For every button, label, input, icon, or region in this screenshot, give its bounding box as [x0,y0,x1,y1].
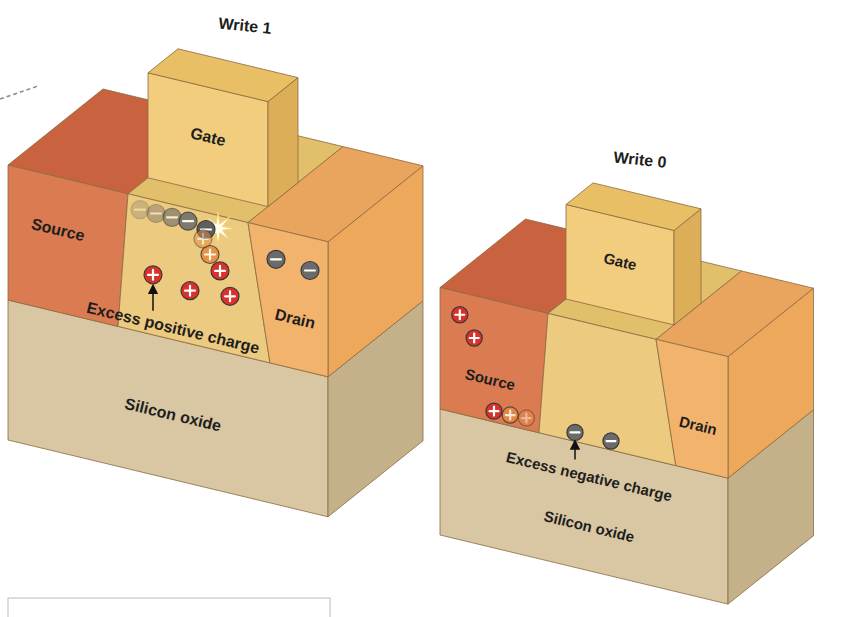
hole-charge [144,266,162,284]
hole-charge [452,307,468,323]
part-name: Gate [602,251,638,275]
part-name: Gate [189,124,228,149]
leader-arrow [152,286,154,311]
source-front [440,288,548,433]
drain-front [656,339,728,478]
electron-charge [131,201,149,219]
electron-charge [567,424,583,440]
hole-charge [221,287,239,305]
hole-charge [181,282,199,300]
electron-charge [603,433,619,449]
hole-charge [194,230,212,248]
charge-note: Excess negative charge [504,449,673,505]
electron-charge [301,261,319,279]
source-front [8,165,128,326]
hole-charge [518,410,534,426]
cut-edge [0,86,38,99]
electron-charge [267,250,285,268]
part-name: Drain [678,413,719,438]
part-name: Source [30,215,87,245]
part-name: Silicon oxide [542,509,636,547]
part-name: Drain [273,306,317,333]
part-name: Source [463,366,516,394]
electron-charge [179,212,197,230]
part-name: Silicon oxide [123,395,223,435]
gate-top [566,183,701,231]
electron-charge [147,205,165,223]
charge-note: Excess positive charge [85,298,261,356]
leader-arrow [574,441,576,459]
hole-charge [502,407,518,423]
gate-top [148,49,298,102]
figure-title: Write 0 [613,148,668,171]
hole-charge [211,262,229,280]
body-front [539,313,676,465]
hole-charge [486,403,502,419]
transistor-figure [8,49,423,517]
hole-charge [466,330,482,346]
cropped-panel [8,598,330,617]
drain-front [248,223,328,377]
transistor-figure [440,183,814,604]
figure-title: Write 1 [218,14,273,37]
electron-charge [163,208,181,226]
